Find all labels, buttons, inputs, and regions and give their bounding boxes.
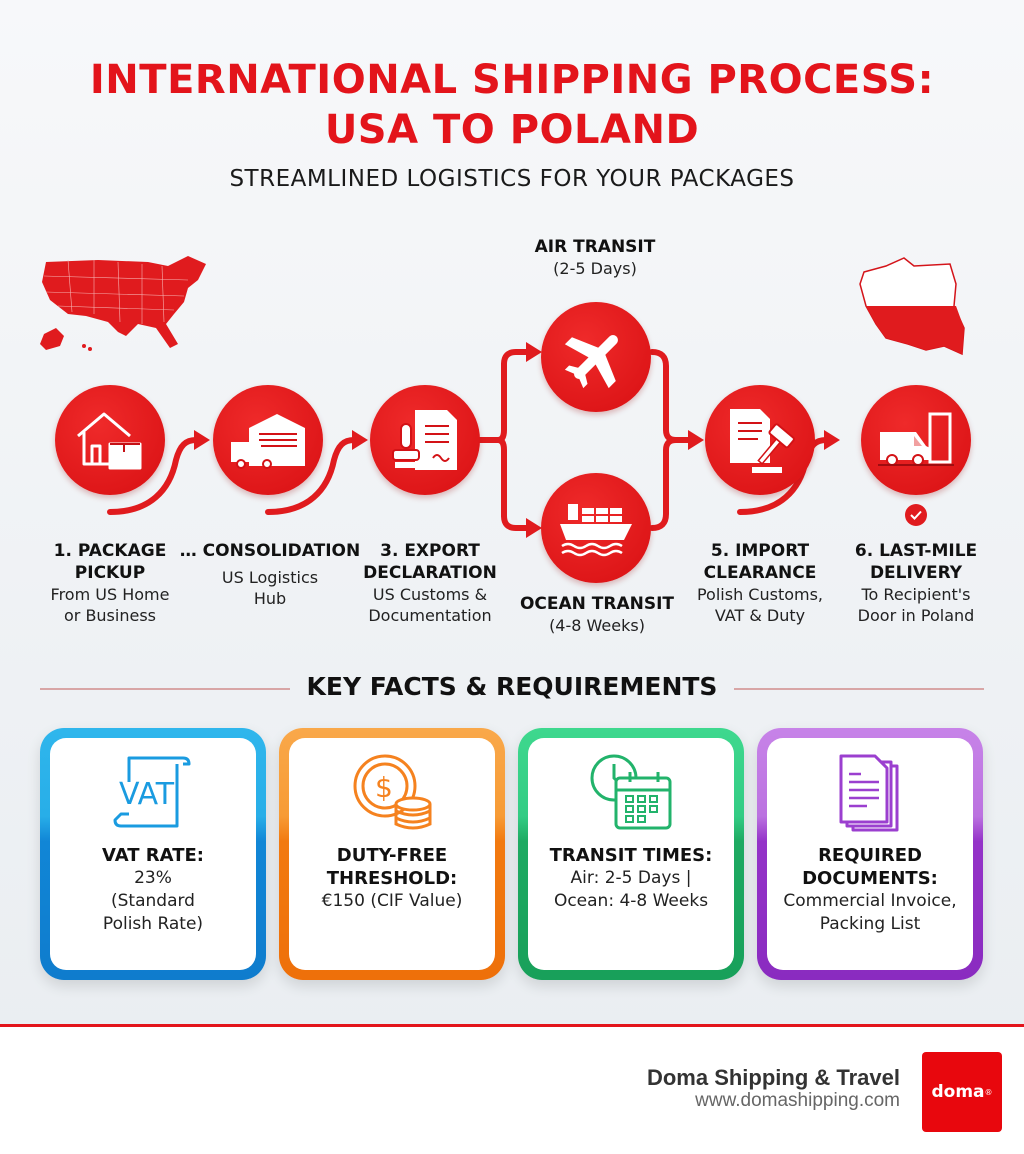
- required-documents-list: Commercial Invoice,: [783, 891, 957, 911]
- step-5-desc-2: VAT & Duty: [714, 606, 806, 625]
- step-3-circle: [370, 385, 480, 495]
- step-6-label: 6. LAST-MILE DELIVERY To Recipient's Doo…: [840, 540, 992, 626]
- card-transit-times: TRANSIT TIMES: Air: 2-5 Days | Ocean: 4-…: [518, 728, 744, 980]
- step-1-circle: [55, 385, 165, 495]
- air-transit-duration: (2-5 Days): [553, 259, 637, 278]
- step-5-title: 5. IMPORT: [710, 541, 810, 561]
- stamp-document-icon: [392, 410, 457, 470]
- card-duty-free: $ DUTY-FREE THRESHOLD: €150 (CIF Value): [279, 728, 505, 980]
- required-documents-title: REQUIRED: [818, 845, 922, 866]
- company-url[interactable]: www.domashipping.com: [695, 1090, 900, 1111]
- airplane-icon: [564, 335, 618, 389]
- page-subtitle: STREAMLINED LOGISTICS FOR YOUR PACKAGES: [229, 166, 795, 192]
- usa-map-icon: [38, 252, 210, 358]
- house-package-icon: [77, 412, 142, 470]
- transit-times-air: Air: 2-5 Days |: [570, 868, 692, 888]
- company-name: Doma Shipping & Travel: [646, 1065, 900, 1090]
- vat-rate-title: VAT RATE:: [102, 845, 204, 866]
- flow-connectors: [107, 342, 840, 538]
- duty-free-title-2: THRESHOLD:: [326, 868, 458, 889]
- divider-left: [40, 688, 290, 690]
- step-1-desc-2: or Business: [63, 606, 156, 625]
- delivery-van-door-icon: [878, 412, 954, 466]
- svg-text:VAT: VAT: [119, 777, 175, 812]
- page-title-line1: INTERNATIONAL SHIPPING PROCESS:: [89, 57, 935, 103]
- divider-right: [734, 688, 984, 690]
- step-3-title-2: DECLARATION: [363, 563, 497, 583]
- transit-times-ocean: Ocean: 4-8 Weeks: [553, 891, 709, 911]
- logo-text: doma: [931, 1082, 985, 1102]
- air-transit-title: AIR TRANSIT: [534, 237, 656, 257]
- step-3-title: 3. EXPORT: [380, 541, 480, 561]
- step-2-title: … CONSOLIDATION: [179, 541, 361, 561]
- page-title-line2: USA TO POLAND: [324, 107, 700, 153]
- step-6-desc: To Recipient's: [861, 585, 971, 604]
- card-vat-rate: VAT VAT RATE: 23% (Standard Polish Rate): [40, 728, 266, 980]
- ocean-transit-label: OCEAN TRANSIT (4-8 Weeks): [502, 593, 692, 636]
- step-1-title: 1. PACKAGE: [53, 541, 167, 561]
- step-5-desc: Polish Customs,: [696, 585, 824, 604]
- gavel-document-icon: [730, 409, 795, 473]
- step-6-title: 6. LAST-MILE: [854, 541, 978, 561]
- step-3-desc-2: Documentation: [368, 606, 492, 625]
- ocean-transit-title: OCEAN TRANSIT: [519, 594, 675, 614]
- cargo-ship-icon: [560, 504, 632, 557]
- ocean-transit-circle: [541, 473, 651, 583]
- step-3-label: 3. EXPORT DECLARATION US Customs & Docum…: [352, 540, 508, 626]
- vat-scroll-icon: VAT: [113, 756, 191, 828]
- step-2-desc-2: Hub: [253, 589, 287, 608]
- required-documents-title-2: DOCUMENTS:: [802, 868, 938, 889]
- step-1-desc: From US Home: [50, 585, 170, 604]
- check-icon: [905, 504, 927, 526]
- required-documents-list-2: Packing List: [819, 914, 921, 934]
- footer: [0, 1027, 1024, 1154]
- vat-rate-note-2: Polish Rate): [102, 914, 204, 934]
- card-required-documents: REQUIRED DOCUMENTS: Commercial Invoice, …: [757, 728, 983, 980]
- doma-logo: doma®: [922, 1052, 1002, 1132]
- footer-divider: [0, 1024, 1024, 1027]
- coins-dollar-icon: $: [353, 754, 432, 830]
- step-2-circle: [213, 385, 323, 495]
- key-facts-title: KEY FACTS & REQUIREMENTS: [306, 672, 718, 701]
- step-1-label: 1. PACKAGE PICKUP From US Home or Busine…: [30, 540, 190, 626]
- step-1-title-2: PICKUP: [74, 563, 146, 583]
- ocean-transit-duration: (4-8 Weeks): [549, 616, 645, 635]
- clock-calendar-icon: [590, 754, 672, 830]
- vat-rate-note: (Standard: [111, 891, 195, 911]
- step-5-label: 5. IMPORT CLEARANCE Polish Customs, VAT …: [682, 540, 838, 626]
- air-transit-circle: [541, 302, 651, 412]
- documents-stack-icon: [839, 754, 899, 832]
- step-2-label: … CONSOLIDATION US Logistics Hub: [172, 540, 368, 609]
- duty-free-value: €150 (CIF Value): [321, 891, 463, 911]
- step-2-desc: US Logistics: [221, 568, 319, 587]
- step-6-desc-2: Door in Poland: [857, 606, 975, 625]
- step-3-desc: US Customs &: [372, 585, 488, 604]
- vat-rate-value: 23%: [134, 868, 172, 888]
- step-6-circle: [861, 385, 971, 495]
- duty-free-title: DUTY-FREE: [336, 845, 448, 866]
- poland-flag-map-icon: [856, 254, 970, 362]
- svg-text:$: $: [375, 771, 393, 804]
- warehouse-truck-icon: [231, 414, 305, 469]
- step-6-title-2: DELIVERY: [869, 563, 963, 583]
- registered-mark: ®: [984, 1087, 993, 1097]
- step-5-title-2: CLEARANCE: [703, 563, 817, 583]
- step-5-circle: [705, 385, 815, 495]
- transit-times-title: TRANSIT TIMES:: [549, 845, 713, 866]
